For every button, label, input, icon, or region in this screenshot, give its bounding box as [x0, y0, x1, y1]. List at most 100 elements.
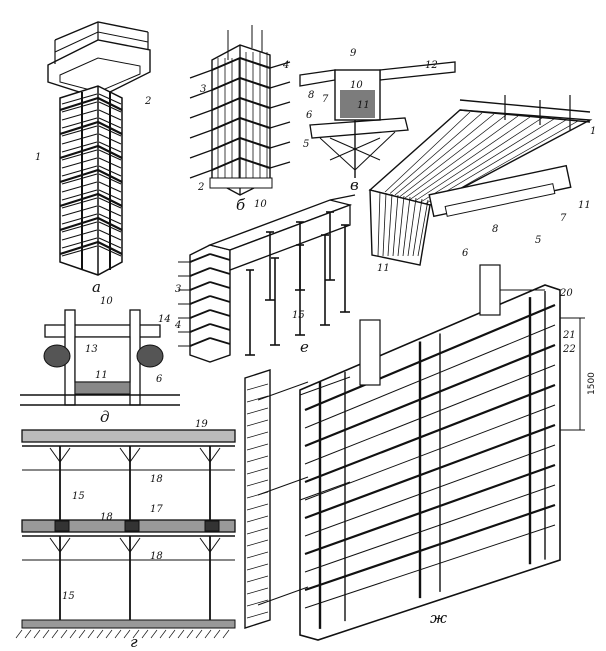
panel-board — [246, 587, 269, 595]
caption-zh: ж — [430, 609, 447, 627]
yoke — [239, 137, 271, 149]
ground-hatch — [69, 629, 77, 639]
label-n18-g-top: 18 — [150, 474, 163, 485]
column-plank — [61, 173, 98, 185]
subfigure-v-beam-bottom — [299, 61, 456, 178]
yoke — [239, 117, 271, 129]
column-plank — [61, 189, 98, 201]
ground-hatch — [96, 629, 104, 639]
tie-rod — [189, 69, 213, 79]
label-n12-v: 12 — [425, 60, 438, 71]
board — [384, 111, 471, 193]
label-n8-g: 8 — [492, 224, 498, 235]
yoke — [209, 337, 231, 345]
panel-rail — [304, 324, 556, 429]
column-clamp — [59, 144, 99, 160]
ground-hatch — [51, 629, 59, 639]
tie-rod — [257, 586, 309, 606]
label-n6-v: 6 — [306, 110, 313, 121]
panel-board — [246, 431, 269, 439]
column-plank — [61, 93, 98, 105]
label-n11-v: 11 — [357, 100, 370, 111]
column-plank — [61, 117, 98, 129]
panel-board — [246, 551, 269, 559]
column-plank — [61, 157, 98, 169]
label-n2-b: 2 — [197, 182, 204, 193]
column-plank — [61, 109, 98, 121]
labels: 1 2 а 3 4 2 б 9 10 12 8 7 11 6 5 в 1 11 … — [35, 48, 597, 651]
tie-rod — [189, 109, 213, 119]
ground-hatch — [132, 629, 140, 639]
panel-rail — [304, 503, 556, 592]
yoke — [211, 137, 241, 151]
label-n9-v: 9 — [350, 48, 357, 59]
tie-rod — [269, 101, 291, 109]
panel-board — [246, 539, 269, 547]
yoke — [239, 97, 271, 109]
label-n15-g-bottom: 15 — [62, 591, 75, 602]
subfigure-b-column-ties — [189, 25, 291, 196]
yoke — [211, 57, 241, 71]
label-n2-a: 2 — [144, 96, 151, 107]
panel-board — [246, 491, 269, 499]
column-clamp — [59, 192, 99, 208]
yoke — [209, 309, 231, 317]
panel-rail — [304, 404, 556, 501]
column-plank — [61, 141, 98, 153]
panel-board — [246, 407, 269, 415]
panel-board — [246, 467, 269, 475]
yoke — [189, 253, 211, 263]
panel-board — [246, 383, 269, 391]
panel-board — [246, 419, 269, 427]
label-n6-d: 6 — [156, 374, 163, 385]
bracket — [49, 447, 61, 463]
label-n17-g: 17 — [150, 504, 163, 515]
panel-rail — [304, 524, 556, 609]
column-plank — [61, 165, 98, 177]
column-plank — [61, 133, 98, 145]
label-n11-g-top: 11 — [578, 200, 591, 211]
panel-board — [246, 455, 269, 463]
subfigure-e-frame-with-props — [178, 194, 356, 363]
panel-rail — [304, 423, 556, 520]
column-plank — [61, 229, 98, 241]
label-n10-e: 10 — [254, 199, 267, 210]
label-n1-a: 1 — [35, 152, 41, 163]
label-n4-e: 4 — [174, 320, 181, 331]
board — [394, 113, 495, 196]
tie-rod — [257, 381, 309, 401]
panel-board — [246, 575, 269, 583]
board — [417, 199, 429, 257]
column-plank — [61, 181, 98, 193]
column-plank — [61, 101, 98, 113]
ground-hatch — [123, 629, 131, 639]
yoke — [239, 157, 271, 169]
label-n7-v: 7 — [322, 94, 329, 105]
column-plank — [61, 125, 98, 137]
bracket — [119, 447, 131, 463]
board — [397, 195, 405, 257]
board — [414, 117, 543, 202]
joist — [204, 520, 220, 532]
ground-hatch — [15, 629, 23, 639]
column-plank — [61, 237, 98, 249]
column-plank — [61, 205, 98, 217]
column-clamp — [59, 168, 99, 184]
board — [412, 198, 423, 257]
ground-hatch — [42, 629, 50, 639]
panel-rail — [304, 303, 556, 412]
board — [409, 116, 531, 200]
yoke — [209, 295, 231, 303]
subfigure-g-girder-assembly — [368, 95, 593, 266]
panel-board — [246, 503, 269, 511]
panel-board — [246, 599, 269, 607]
joist — [54, 520, 70, 532]
panel-board — [246, 443, 269, 451]
tie-rod — [299, 376, 351, 396]
panel-rail — [304, 484, 556, 573]
bracket — [59, 537, 71, 553]
board — [407, 197, 417, 257]
caption-g: г — [130, 633, 138, 651]
label-n3-e: 3 — [175, 284, 181, 295]
label-n10-v: 10 — [350, 80, 363, 91]
